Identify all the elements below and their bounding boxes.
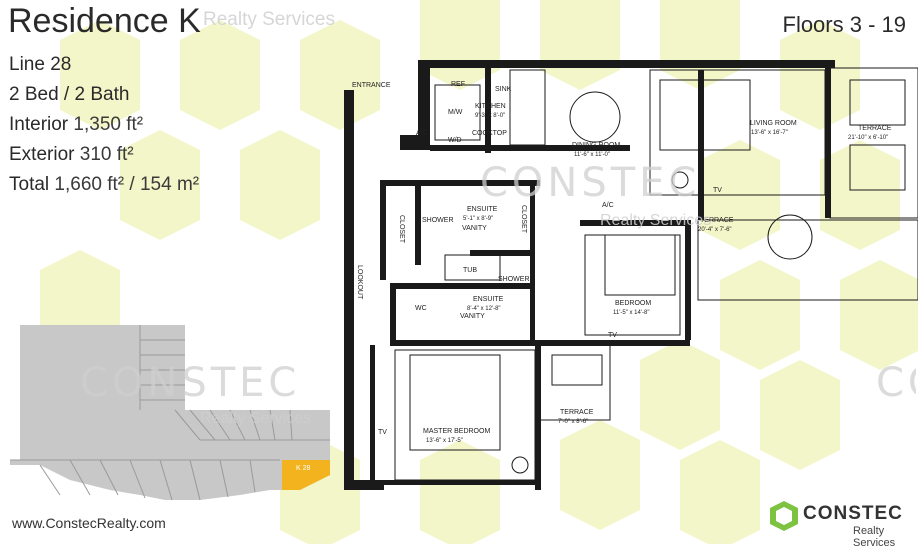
total-label: Total — [9, 174, 50, 195]
label-shower1: SHOWER — [422, 217, 454, 224]
label-living-dim: 13'-6" x 16'-7" — [751, 130, 788, 136]
label-closet1: CLOSET — [398, 215, 405, 244]
floors-label: Floors 3 - 19 — [782, 12, 907, 37]
label-terrace2-dim: 20'-4" x 7'-6" — [698, 227, 732, 233]
label-ensuite2: ENSUITE — [473, 296, 504, 303]
label-kitchen-dim: 9'-3" x 8'-0" — [475, 113, 505, 119]
label-vanity1: VANITY — [462, 225, 487, 232]
label-terrace1: TERRACE — [858, 125, 892, 132]
label-bedroom-dim: 11'-5" x 14'-8" — [613, 310, 649, 316]
unit-specs: Line 28 2 Bed / 2 Bath Interior 1,350 ft… — [9, 50, 199, 200]
interior-label: Interior — [9, 114, 69, 135]
floor-plan: ENTRANCE REF M/W W/D A/C SINK KITCHEN 9'… — [344, 60, 918, 490]
label-tv2: TV — [608, 332, 617, 339]
label-terrace2: TERRACE — [700, 217, 734, 224]
label-tub: TUB — [463, 267, 477, 274]
exterior-area: Exterior 310 ft² — [9, 140, 199, 170]
constec-watermark-3: CONSTEC — [876, 360, 916, 406]
website-link[interactable]: www.ConstecRealty.com — [12, 515, 166, 531]
interior-value: 1,350 ft² — [73, 114, 144, 135]
highlighted-unit-k28 — [282, 460, 330, 490]
bed-bath: 2 Bed / 2 Bath — [9, 84, 130, 105]
label-wc: WC — [415, 305, 427, 312]
label-shower2: SHOWER — [498, 276, 530, 283]
realty-watermark-2: Realty Services — [200, 410, 312, 427]
unit-label: K 28 — [296, 465, 311, 472]
label-terrace3-dim: 7'-0" x 8'-6" — [558, 419, 588, 425]
logo-name: CONSTEC — [803, 503, 903, 524]
label-terrace3: TERRACE — [560, 409, 594, 416]
page-title: Residence K — [8, 2, 201, 40]
total-area: Total 1,660 ft² / 154 m² — [9, 170, 199, 200]
exterior-label: Exterior — [9, 144, 75, 165]
exterior-value: 310 ft² — [79, 144, 134, 165]
label-bedroom: BEDROOM — [615, 300, 651, 307]
label-mw: M/W — [448, 109, 463, 116]
keyplan-building-mass — [10, 325, 330, 500]
realty-watermark-1: Realty Services — [600, 212, 712, 229]
label-ac1: A/C — [416, 130, 428, 137]
constec-watermark-1: CONSTEC — [480, 160, 701, 206]
interior-area: Interior 1,350 ft² — [9, 110, 199, 140]
logo-hexagon-icon — [770, 501, 798, 531]
label-lookout: LOOKOUT — [356, 265, 363, 300]
brand-watermark: Realty Services — [203, 9, 335, 30]
building-key-plan: K 28 — [10, 325, 330, 501]
logo-subtitle: Realty Services — [853, 525, 896, 549]
label-vanity2: VANITY — [460, 313, 485, 320]
label-dining: DINING ROOM — [572, 142, 620, 149]
label-tv3: TV — [378, 429, 387, 436]
label-living: LIVING ROOM — [750, 120, 797, 127]
label-dining-dim: 11'-6" x 11'-0" — [574, 152, 610, 158]
label-ac2: A/C — [602, 202, 614, 209]
label-master-dim: 13'-6" x 17'-5" — [426, 438, 463, 444]
label-master: MASTER BEDROOM — [423, 428, 490, 435]
label-closet2: CLOSET — [520, 205, 527, 234]
label-ref: REF — [451, 81, 465, 88]
label-entrance: ENTRANCE — [352, 82, 391, 89]
constec-logo: CONSTEC Realty Services — [770, 497, 915, 549]
label-ensuite1: ENSUITE — [467, 206, 498, 213]
label-cooktop: COOKTOP — [472, 130, 507, 137]
total-value: 1,660 ft² / 154 m² — [54, 174, 200, 195]
line-number: Line 28 — [9, 54, 72, 75]
exterior-walls — [344, 60, 835, 490]
label-wd: W/D — [448, 137, 462, 144]
label-kitchen: KITCHEN — [475, 103, 506, 110]
label-ensuite2-dim: 8'-4" x 12'-8" — [467, 306, 501, 312]
label-terrace1-dim: 21'-10" x 6'-10" — [848, 135, 888, 141]
label-sink: SINK — [495, 86, 512, 93]
label-tv1: TV — [713, 187, 722, 194]
furniture-beds — [409, 79, 906, 451]
label-ensuite1-dim: 5'-1" x 8'-9" — [463, 216, 493, 222]
constec-watermark-2: CONSTEC — [80, 360, 301, 406]
keyplan-unit-lines — [10, 325, 330, 501]
